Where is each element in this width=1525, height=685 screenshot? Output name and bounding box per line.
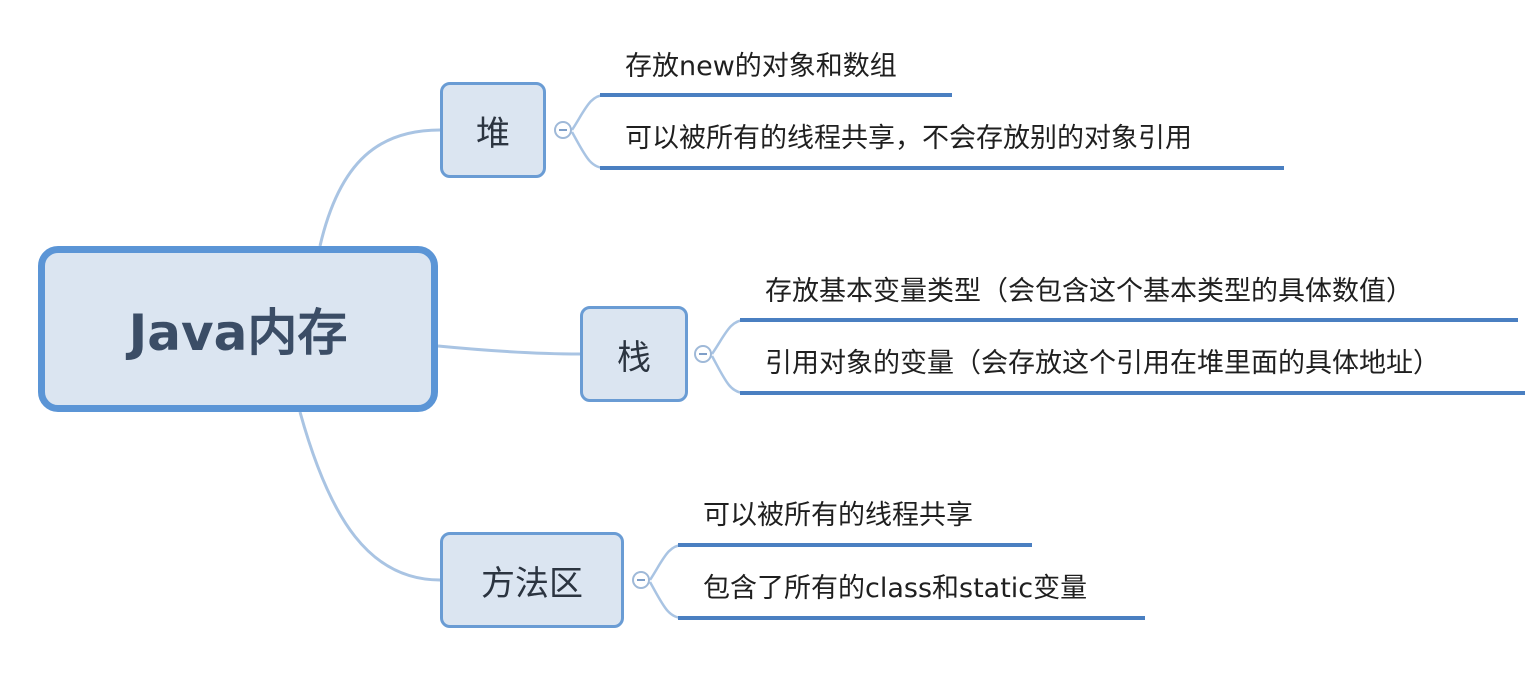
root-node-label: Java内存 (128, 304, 348, 362)
leaf-stack-1[interactable]: 存放基本变量类型（会包含这个基本类型的具体数值） (765, 276, 1413, 307)
connector-root-method (298, 411, 441, 582)
connector-stack-leaf-2 (710, 355, 746, 395)
leaf-heap-1[interactable]: 存放new的对象和数组 (625, 51, 897, 82)
branch-node-stack[interactable]: 栈 (580, 306, 688, 402)
root-node-java-memory[interactable]: Java内存 (38, 246, 438, 412)
leaf-stack-2[interactable]: 引用对象的变量（会存放这个引用在堆里面的具体地址） (765, 348, 1440, 379)
branch-label-stack: 栈 (617, 337, 651, 378)
collapse-toggle-icon[interactable] (694, 345, 712, 363)
leaf-method-2[interactable]: 包含了所有的class和static变量 (703, 573, 1088, 604)
branch-label-heap: 堆 (476, 113, 510, 154)
branch-label-method-area: 方法区 (481, 563, 583, 604)
collapse-toggle-icon[interactable] (632, 571, 650, 589)
collapse-toggle-icon[interactable] (554, 121, 572, 139)
connector-root-stack (437, 344, 581, 356)
connector-heap-leaf-2 (570, 131, 606, 170)
connector-heap-leaf-1 (570, 93, 606, 131)
branch-node-heap[interactable]: 堆 (440, 82, 546, 178)
connector-method-leaf-1 (648, 543, 684, 581)
connector-stack-leaf-1 (710, 318, 746, 355)
branch-node-method-area[interactable]: 方法区 (440, 532, 624, 628)
connector-root-heap (318, 128, 441, 247)
leaf-method-1[interactable]: 可以被所有的线程共享 (703, 500, 973, 531)
leaf-heap-2[interactable]: 可以被所有的线程共享，不会存放别的对象引用 (625, 123, 1192, 154)
connector-method-leaf-2 (648, 581, 684, 620)
